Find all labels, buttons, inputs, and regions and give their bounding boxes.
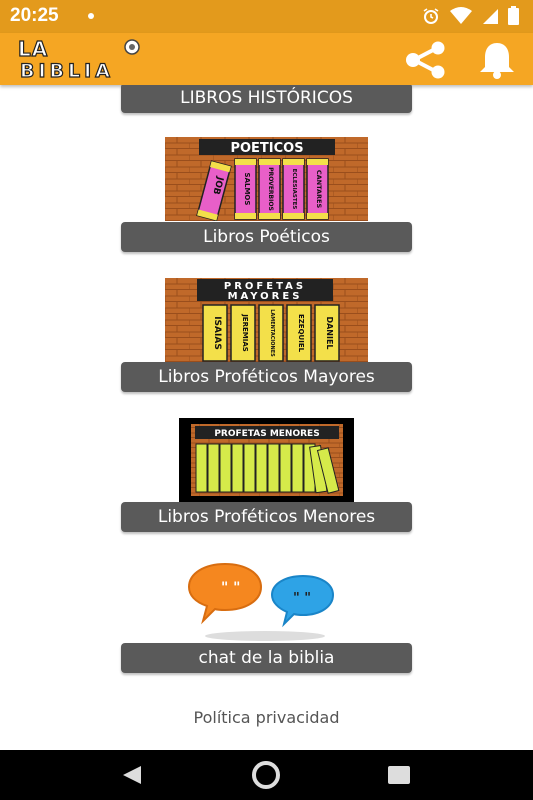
logo-text-bottom: BIBLIA xyxy=(20,60,114,81)
profetas-menores-cover-art: PROFETAS MENORES xyxy=(191,424,343,496)
battery-icon xyxy=(508,6,519,25)
main-content[interactable]: LIBROS HISTÓRICOS POETICOS JOB SALMOS PR… xyxy=(0,85,533,750)
signal-icon xyxy=(483,8,498,24)
share-button[interactable] xyxy=(400,40,450,80)
profetas-menores-cover-title: PROFETAS MENORES xyxy=(214,429,319,439)
book-spine-label: DANIEL xyxy=(325,316,334,349)
wifi-icon xyxy=(450,6,472,24)
libros-profeticos-mayores-button[interactable]: Libros Proféticos Mayores xyxy=(121,362,412,392)
alarm-icon xyxy=(423,7,439,24)
profetas-mayores-cover-image[interactable]: PROFETAS MAYORES ISAIAS JEREMIAS LAMENTA… xyxy=(165,278,368,362)
poeticos-cover-title: POETICOS xyxy=(230,141,303,156)
notification-dot-icon xyxy=(88,13,94,19)
book-spine-label: JOB xyxy=(210,175,225,196)
notifications-button[interactable] xyxy=(472,39,522,81)
system-nav-bar xyxy=(0,750,533,800)
profetas-mayores-title-2: MAYORES xyxy=(228,291,303,302)
privacy-policy-link[interactable]: Política privacidad xyxy=(193,708,340,727)
share-icon xyxy=(406,41,445,79)
profetas-mayores-cover-art: PROFETAS MAYORES ISAIAS JEREMIAS LAMENTA… xyxy=(165,278,368,362)
chat-bubbles-icon: " " " " xyxy=(187,562,335,641)
bell-icon xyxy=(480,43,514,79)
home-icon[interactable] xyxy=(249,760,283,790)
book-spine-label: SALMOS xyxy=(243,173,251,206)
recents-icon[interactable] xyxy=(387,765,411,785)
book-spine-label: LAMENTACIONES xyxy=(269,309,275,357)
book-spine-label: ECLESIASTES xyxy=(291,169,297,210)
quote-mark-icon: " " xyxy=(293,591,311,606)
book-spine-label: ISAIAS xyxy=(212,316,222,350)
profetas-menores-spines xyxy=(195,443,340,494)
libros-historicos-button[interactable]: LIBROS HISTÓRICOS xyxy=(121,85,412,113)
quote-mark-icon: " " xyxy=(221,580,240,596)
status-time: 20:25 xyxy=(10,5,59,26)
chat-biblia-image[interactable]: " " " " xyxy=(185,558,345,644)
profetas-mayores-title-1: PROFETAS xyxy=(224,281,306,292)
libros-profeticos-menores-button[interactable]: Libros Proféticos Menores xyxy=(121,502,412,532)
poeticos-cover-image[interactable]: POETICOS JOB SALMOS PROVERBIOS ECLESIAST… xyxy=(165,137,368,221)
status-bar: 20:25 xyxy=(0,0,533,33)
back-icon[interactable] xyxy=(121,765,143,785)
book-spine-label: JEREMIAS xyxy=(241,313,249,352)
status-icons xyxy=(422,6,519,25)
profetas-menores-cover-image[interactable]: PROFETAS MENORES xyxy=(179,418,354,502)
logo-text-top: LA xyxy=(18,37,48,61)
book-spine-label: PROVERBIOS xyxy=(267,167,274,211)
book-spine-label: CANTARES xyxy=(315,170,323,209)
chat-biblia-button[interactable]: chat de la biblia xyxy=(121,643,412,673)
book-spine-label: EZEQUIEL xyxy=(297,314,305,353)
poeticos-cover-art: POETICOS JOB SALMOS PROVERBIOS ECLESIAST… xyxy=(165,137,368,221)
app-bar: LA BIBLIA xyxy=(0,33,533,85)
app-logo[interactable]: LA BIBLIA xyxy=(14,37,190,81)
libros-poeticos-button[interactable]: Libros Poéticos xyxy=(121,222,412,252)
